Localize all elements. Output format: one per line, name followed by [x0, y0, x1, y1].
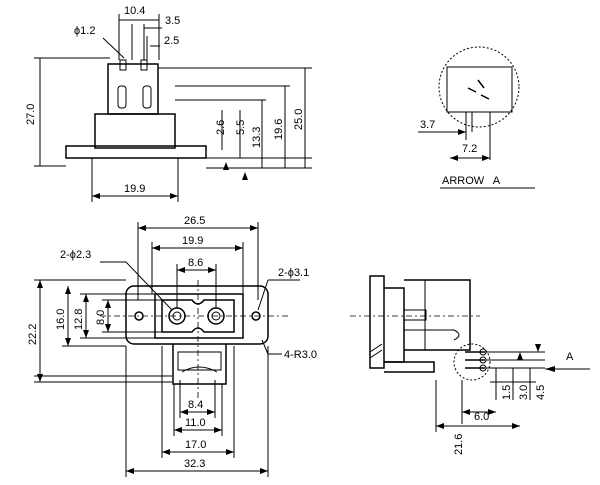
dim-19-6: 19.6 [273, 119, 285, 140]
dim-2-6: 2.6 [215, 120, 227, 135]
arrow-view-face [446, 66, 513, 113]
side-arrow-label: A [566, 351, 574, 363]
dim-5-5: 5.5 [235, 120, 247, 135]
dim-8-0: 8.0 [95, 310, 107, 325]
dim-3-7: 3.7 [420, 119, 435, 131]
front-lower-body [172, 344, 227, 385]
top-pin-left [117, 85, 127, 109]
dim-25-0: 25.0 [293, 109, 305, 130]
dim-phi-1-2: ϕ1.2 [74, 25, 95, 37]
top-body-middle [94, 113, 176, 149]
dim-8-6: 8.6 [188, 257, 203, 269]
arrow-view-title: ARROW A [442, 175, 501, 187]
dim-6-0: 6.0 [474, 411, 489, 423]
dim-2-5: 2.5 [164, 35, 179, 47]
dim-26-5: 26.5 [184, 215, 205, 227]
front-socket-outline [154, 293, 244, 339]
top-pin-right [142, 85, 152, 109]
dim-13-3: 13.3 [251, 127, 263, 148]
dim-19-9-front: 19.9 [182, 235, 203, 247]
top-flange [65, 145, 207, 159]
side-body [404, 279, 471, 351]
dim-2-phi-2-3: 2-ϕ2.3 [60, 249, 91, 261]
top-view [34, 14, 312, 202]
dim-22-2: 22.2 [27, 324, 39, 345]
dim-3-5: 3.5 [165, 15, 180, 27]
dim-4-r-3-0: 4-R3.0 [284, 349, 317, 361]
side-detail-circle [453, 343, 491, 381]
dim-3-0: 3.0 [518, 385, 530, 400]
dim-12-8: 12.8 [73, 309, 85, 330]
dim-8-4: 8.4 [188, 399, 203, 411]
dim-7-2: 7.2 [462, 143, 477, 155]
dim-4-5: 4.5 [535, 385, 547, 400]
front-flange [125, 285, 269, 345]
dim-17-0: 17.0 [185, 439, 206, 451]
arrow-view-pins [467, 79, 490, 100]
top-pin-tip-left [119, 59, 127, 71]
dim-16-0: 16.0 [55, 309, 67, 330]
dim-10-4: 10.4 [124, 5, 145, 17]
dim-27-0: 27.0 [25, 104, 37, 125]
side-terminals [465, 351, 485, 369]
arrow-view-circle [438, 46, 520, 128]
arrow-view [418, 46, 535, 189]
side-flange [369, 275, 385, 369]
dim-32-3: 32.3 [184, 458, 205, 470]
dim-1-5: 1.5 [501, 385, 513, 400]
dim-19-9-top: 19.9 [124, 183, 145, 195]
dim-11-0: 11.0 [185, 417, 206, 429]
front-view [34, 222, 300, 477]
top-pin-tip-right [140, 59, 148, 71]
side-view [350, 275, 590, 432]
dim-2-phi-3-1: 2-ϕ3.1 [278, 267, 309, 279]
front-socket-figure8 [161, 299, 235, 333]
dim-21-6: 21.6 [453, 434, 465, 455]
